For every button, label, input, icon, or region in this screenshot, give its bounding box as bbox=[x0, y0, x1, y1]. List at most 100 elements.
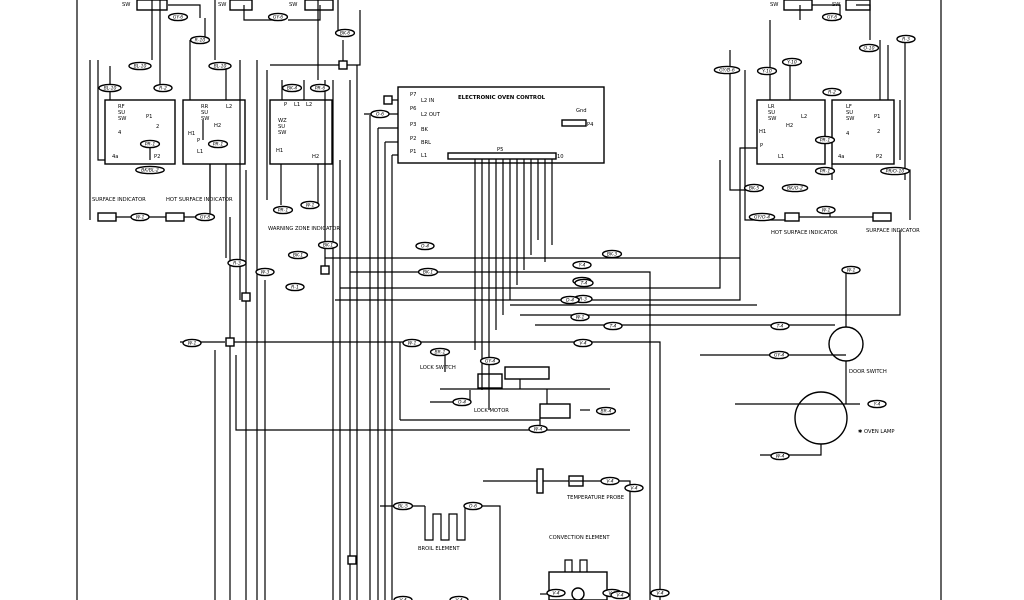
wz-line1: WZ bbox=[278, 118, 287, 124]
wire-tag: V-4 bbox=[650, 588, 670, 598]
wire-tag-text: R-3 bbox=[579, 297, 587, 303]
control-title: ELECTRONIC OVEN CONTROL bbox=[458, 95, 546, 101]
wire-tag: R-1 bbox=[285, 282, 305, 292]
wire-tag: BL-10 bbox=[208, 61, 232, 71]
wire-tag: PR-6 bbox=[309, 83, 331, 93]
wire-tag: GY/O-4 bbox=[748, 212, 776, 222]
top-left-switch-blocks: SW SW SW bbox=[122, 0, 334, 11]
wire-tag-text: BL-10 bbox=[134, 64, 147, 70]
wire-tag: BK/BL-2 bbox=[135, 165, 165, 175]
wire-tag: BL-10 bbox=[98, 83, 122, 93]
wire-76 bbox=[570, 480, 631, 600]
wire-tag: BK-4 bbox=[281, 83, 303, 93]
pin-l2-out: L2 OUT bbox=[421, 112, 441, 118]
wire-tag: V-4 bbox=[449, 595, 469, 600]
wire-tag-text: BK-1 bbox=[423, 270, 433, 276]
rr-l1: L1 bbox=[197, 149, 203, 155]
wire-tag: T-4 bbox=[574, 278, 594, 288]
wire-tag-text: BK-1 bbox=[293, 253, 303, 259]
wire-tag: R-3 bbox=[227, 258, 247, 268]
rf-line3: SW bbox=[118, 116, 126, 122]
pin-num-p7: P7 bbox=[410, 92, 416, 98]
wire-tag: W-1 bbox=[182, 338, 202, 348]
wire-tag: PR-1 bbox=[207, 139, 229, 149]
wire-tag: V-4 bbox=[546, 588, 566, 598]
lr-switch: LR SU SW L2 H2 H1 P L1 bbox=[756, 99, 826, 165]
caption-convection-element: CONVECTION ELEMENT bbox=[549, 535, 610, 541]
wire-60 bbox=[350, 271, 651, 600]
rf-switch: RF SU SW P1 2 4 4a P2 bbox=[104, 99, 176, 165]
wire-tag-text: W-1 bbox=[188, 341, 197, 347]
wire-78 bbox=[465, 505, 501, 600]
wire-tag: W-1 bbox=[570, 312, 590, 322]
wire-tag-text: W-1 bbox=[408, 341, 417, 347]
door-switch bbox=[828, 326, 864, 362]
wire-tag-text: W-1 bbox=[576, 315, 585, 321]
wz-p: P bbox=[284, 102, 287, 108]
wire-tag-text: W-3 bbox=[261, 270, 270, 276]
wire-tag-text: T-4 bbox=[581, 281, 588, 287]
rf-line1: RF bbox=[118, 104, 125, 110]
wire-tag: BK-1 bbox=[287, 250, 309, 260]
wire-tag-text: GY-6 bbox=[273, 15, 283, 21]
caption-lock-switch: LOCK SWITCH bbox=[420, 365, 456, 371]
lr-line3: SW bbox=[768, 116, 776, 122]
wire-tag: PR-1 bbox=[814, 166, 836, 176]
wire-tag-text: PR-1 bbox=[820, 169, 831, 175]
junction-4 bbox=[347, 555, 357, 565]
wz-line2: SU bbox=[278, 124, 285, 130]
lf-p2: P2 bbox=[876, 154, 882, 160]
wire-tag-text: W-4 bbox=[534, 427, 543, 433]
caption-surface-indicator-right: SURFACE INDICATOR bbox=[866, 228, 920, 234]
wire-tag: PR-1 bbox=[139, 139, 161, 149]
wire-tag: BR-4 bbox=[595, 406, 617, 416]
wire-tag: BK-5 bbox=[743, 183, 765, 193]
wire-tag: W-1 bbox=[841, 265, 861, 275]
wire-tag-text: V-4 bbox=[606, 479, 613, 485]
wire-59 bbox=[340, 160, 721, 289]
wire-tag-text: W-1 bbox=[822, 208, 831, 214]
wire-tag-text: O-10 bbox=[863, 46, 874, 52]
wire-tag: GY-6 bbox=[267, 12, 289, 22]
wire-tag: T-4 bbox=[603, 321, 623, 331]
wire-87 bbox=[856, 4, 871, 40]
wire-tag: PR-1 bbox=[272, 205, 294, 215]
wire-tag-text: BL-10 bbox=[214, 64, 227, 70]
sw-label-4: SW bbox=[770, 2, 778, 8]
wire-tag: PR-1 bbox=[814, 135, 836, 145]
wire-tag: D-4 bbox=[560, 295, 580, 305]
lock-assembly bbox=[440, 366, 610, 419]
wire-15 bbox=[343, 10, 361, 66]
wire-tag-text: O-6 bbox=[469, 504, 477, 510]
wire-tag: GY-6 bbox=[821, 12, 843, 22]
wire-tag: O-10 bbox=[858, 43, 880, 53]
lf-switch: LF SU SW P1 2 4 4a P2 bbox=[831, 99, 895, 165]
wire-tag: GY/B-6 bbox=[713, 65, 741, 75]
wire-tag-text: R-10 bbox=[195, 38, 206, 44]
sw-label-2: SW bbox=[218, 2, 226, 8]
wire-tag-text: PR-1 bbox=[820, 138, 831, 144]
lr-h2: H2 bbox=[786, 123, 793, 129]
wire-tag-text: PR-1 bbox=[145, 142, 156, 148]
wire-tag-text: BK-3 bbox=[607, 252, 617, 258]
wire-tag: V-4 bbox=[600, 476, 620, 486]
wire-tag: GY-4 bbox=[768, 350, 790, 360]
caption-temperature-probe: TEMPERATURE PROBE bbox=[566, 495, 624, 501]
wire-tag-text: BR-4 bbox=[601, 409, 612, 415]
rf-p2: P2 bbox=[154, 154, 160, 160]
wire-tag-text: BL-10 bbox=[104, 86, 117, 92]
rr-line1: RR bbox=[201, 104, 209, 110]
rf-4: 4 bbox=[118, 130, 122, 136]
lf-4: 4 bbox=[846, 131, 850, 137]
wire-tag-text: R-1 bbox=[291, 285, 299, 291]
lf-p1: P1 bbox=[874, 114, 880, 120]
electronic-oven-control: ELECTRONIC OVEN CONTROL P7 P6 P3 P2 P1 L… bbox=[397, 86, 605, 164]
wire-30 bbox=[235, 355, 630, 431]
rf-p1: P1 bbox=[146, 114, 152, 120]
wire-tag-text: PR/O-10 bbox=[886, 169, 905, 175]
wire-tag: GY-6 bbox=[167, 12, 189, 22]
wire-tag-text: BK/BL-2 bbox=[141, 168, 159, 174]
wz-l2: L2 bbox=[306, 102, 312, 108]
